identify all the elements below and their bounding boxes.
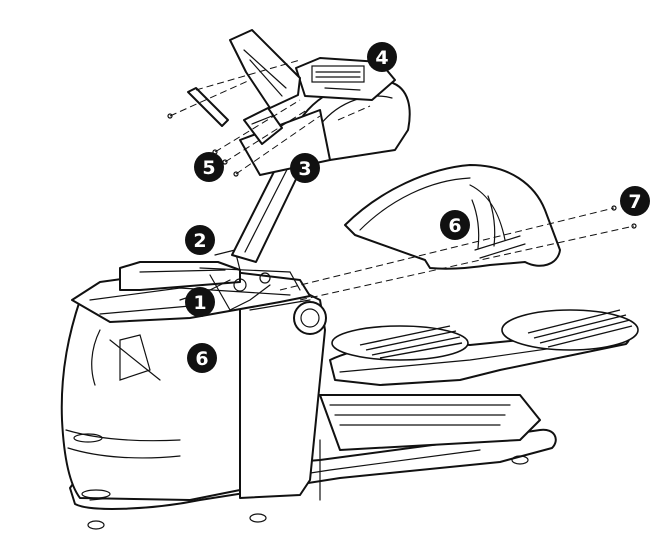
callout-5: 5 [194, 152, 224, 182]
console-display [295, 57, 396, 101]
callout-6-right-label: 6 [448, 215, 461, 237]
callout-7-label: 7 [628, 191, 641, 213]
callout-4-label: 4 [375, 47, 388, 69]
callout-1: 1 [185, 287, 215, 317]
callout-7: 7 [620, 186, 650, 216]
side-trim-piece [187, 87, 229, 127]
callout-3: 3 [290, 153, 320, 183]
callout-6-right: 6 [440, 210, 470, 240]
right-pedal [501, 309, 639, 351]
front-housing [60, 284, 327, 501]
console-back-cover [229, 29, 301, 109]
callout-2: 2 [185, 225, 215, 255]
left-pedal [331, 325, 469, 361]
callout-1-label: 1 [193, 292, 206, 314]
explosion-lines [169, 59, 635, 301]
callout-6-left-label: 6 [195, 348, 208, 370]
callout-4: 4 [367, 42, 397, 72]
callout-3-label: 3 [298, 158, 311, 180]
callout-5-label: 5 [202, 157, 215, 179]
callout-2-label: 2 [193, 230, 206, 252]
callout-6-left: 6 [187, 343, 217, 373]
